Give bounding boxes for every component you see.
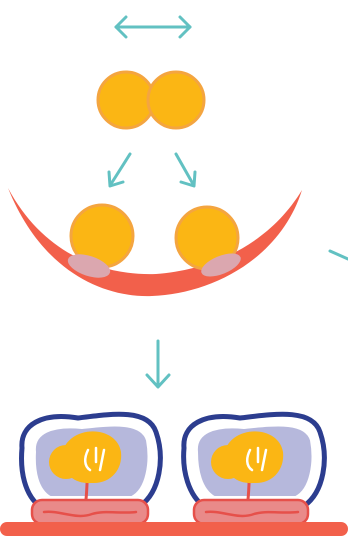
arrow-side-icon <box>330 251 348 259</box>
arrow-down-left-icon <box>109 154 130 186</box>
fetus-sac-left <box>22 414 161 524</box>
double-arrow-icon <box>116 17 190 37</box>
arrow-down-icon <box>147 341 169 387</box>
cell-left <box>98 72 154 128</box>
fetus-sac-right <box>184 414 325 524</box>
dividing-zygote <box>98 72 204 128</box>
arrow-down-right-icon <box>176 154 195 186</box>
cell-right <box>148 72 204 128</box>
uterine-wall <box>8 188 302 296</box>
uterine-lining-base <box>0 522 348 536</box>
